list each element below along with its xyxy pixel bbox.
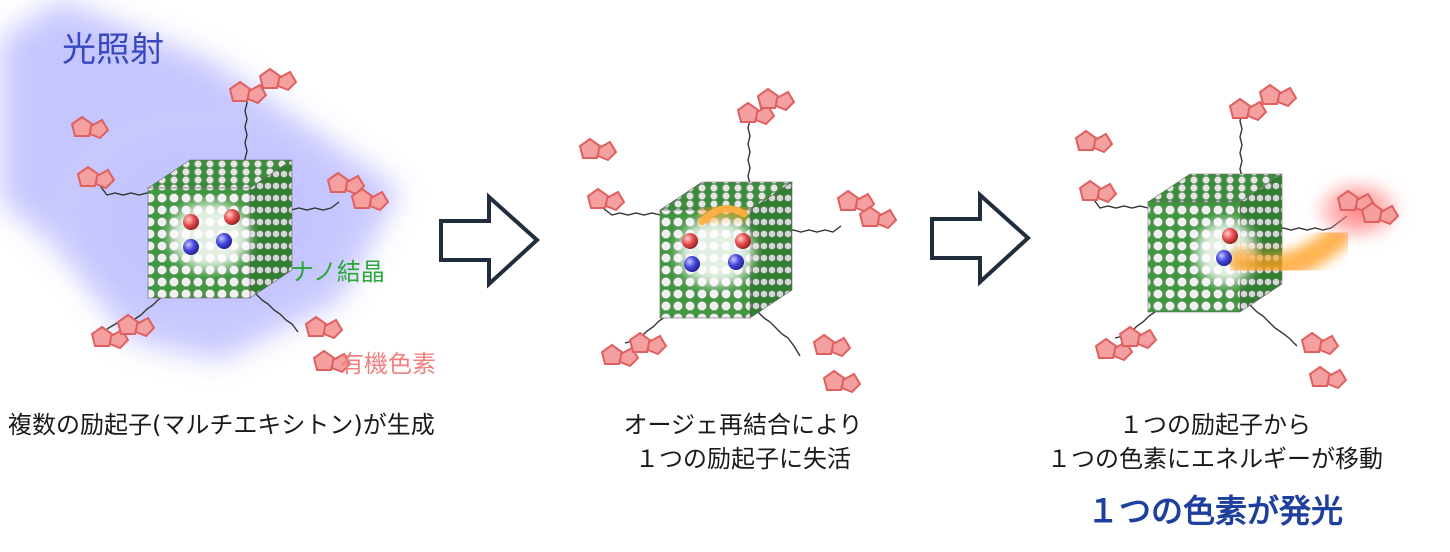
- caption-step-3-line-2: １つの色素にエネルギーが移動: [1047, 445, 1383, 473]
- caption-step-1: 複数の励起子(マルチエキシトン)が生成: [8, 411, 435, 439]
- emitting-dye-glow: [1310, 176, 1406, 244]
- hole-blue-1: [1216, 250, 1232, 266]
- light-irradiation-label: 光照射: [62, 30, 164, 70]
- electron-red-1: [1222, 228, 1238, 244]
- result-label: １つの色素が発光: [1086, 492, 1343, 530]
- electron-red-1: [183, 214, 199, 230]
- organic-dye-label: 有機色素: [340, 350, 436, 378]
- arrow-right-icon: [439, 192, 540, 289]
- caption-step-2-line-2: １つの励起子に失活: [635, 445, 851, 473]
- nanocrystal-label: ナノ結晶: [290, 258, 385, 286]
- caption-step-3-line-1: １つの励起子から: [1119, 411, 1311, 439]
- electron-red-2: [224, 209, 240, 225]
- hole-blue-1: [183, 239, 199, 255]
- electron-red-2: [735, 233, 751, 249]
- nanocrystal-3: [1075, 84, 1406, 389]
- hole-blue-2: [216, 233, 232, 249]
- nanocrystal-2: [579, 88, 897, 393]
- caption-step-2: オージェ再結合により １つの励起子に失活: [588, 408, 898, 476]
- hole-blue-2: [728, 254, 744, 270]
- energy-transfer-path: [1227, 223, 1351, 281]
- caption-step-2-line-1: オージェ再結合により: [623, 411, 863, 439]
- hole-blue-1: [684, 256, 700, 272]
- caption-step-3: １つの励起子から １つの色素にエネルギーが移動: [1000, 408, 1430, 476]
- nanocrystal-1: [71, 68, 389, 373]
- electron-red-1: [682, 233, 698, 249]
- arrow-right-icon: [930, 190, 1031, 287]
